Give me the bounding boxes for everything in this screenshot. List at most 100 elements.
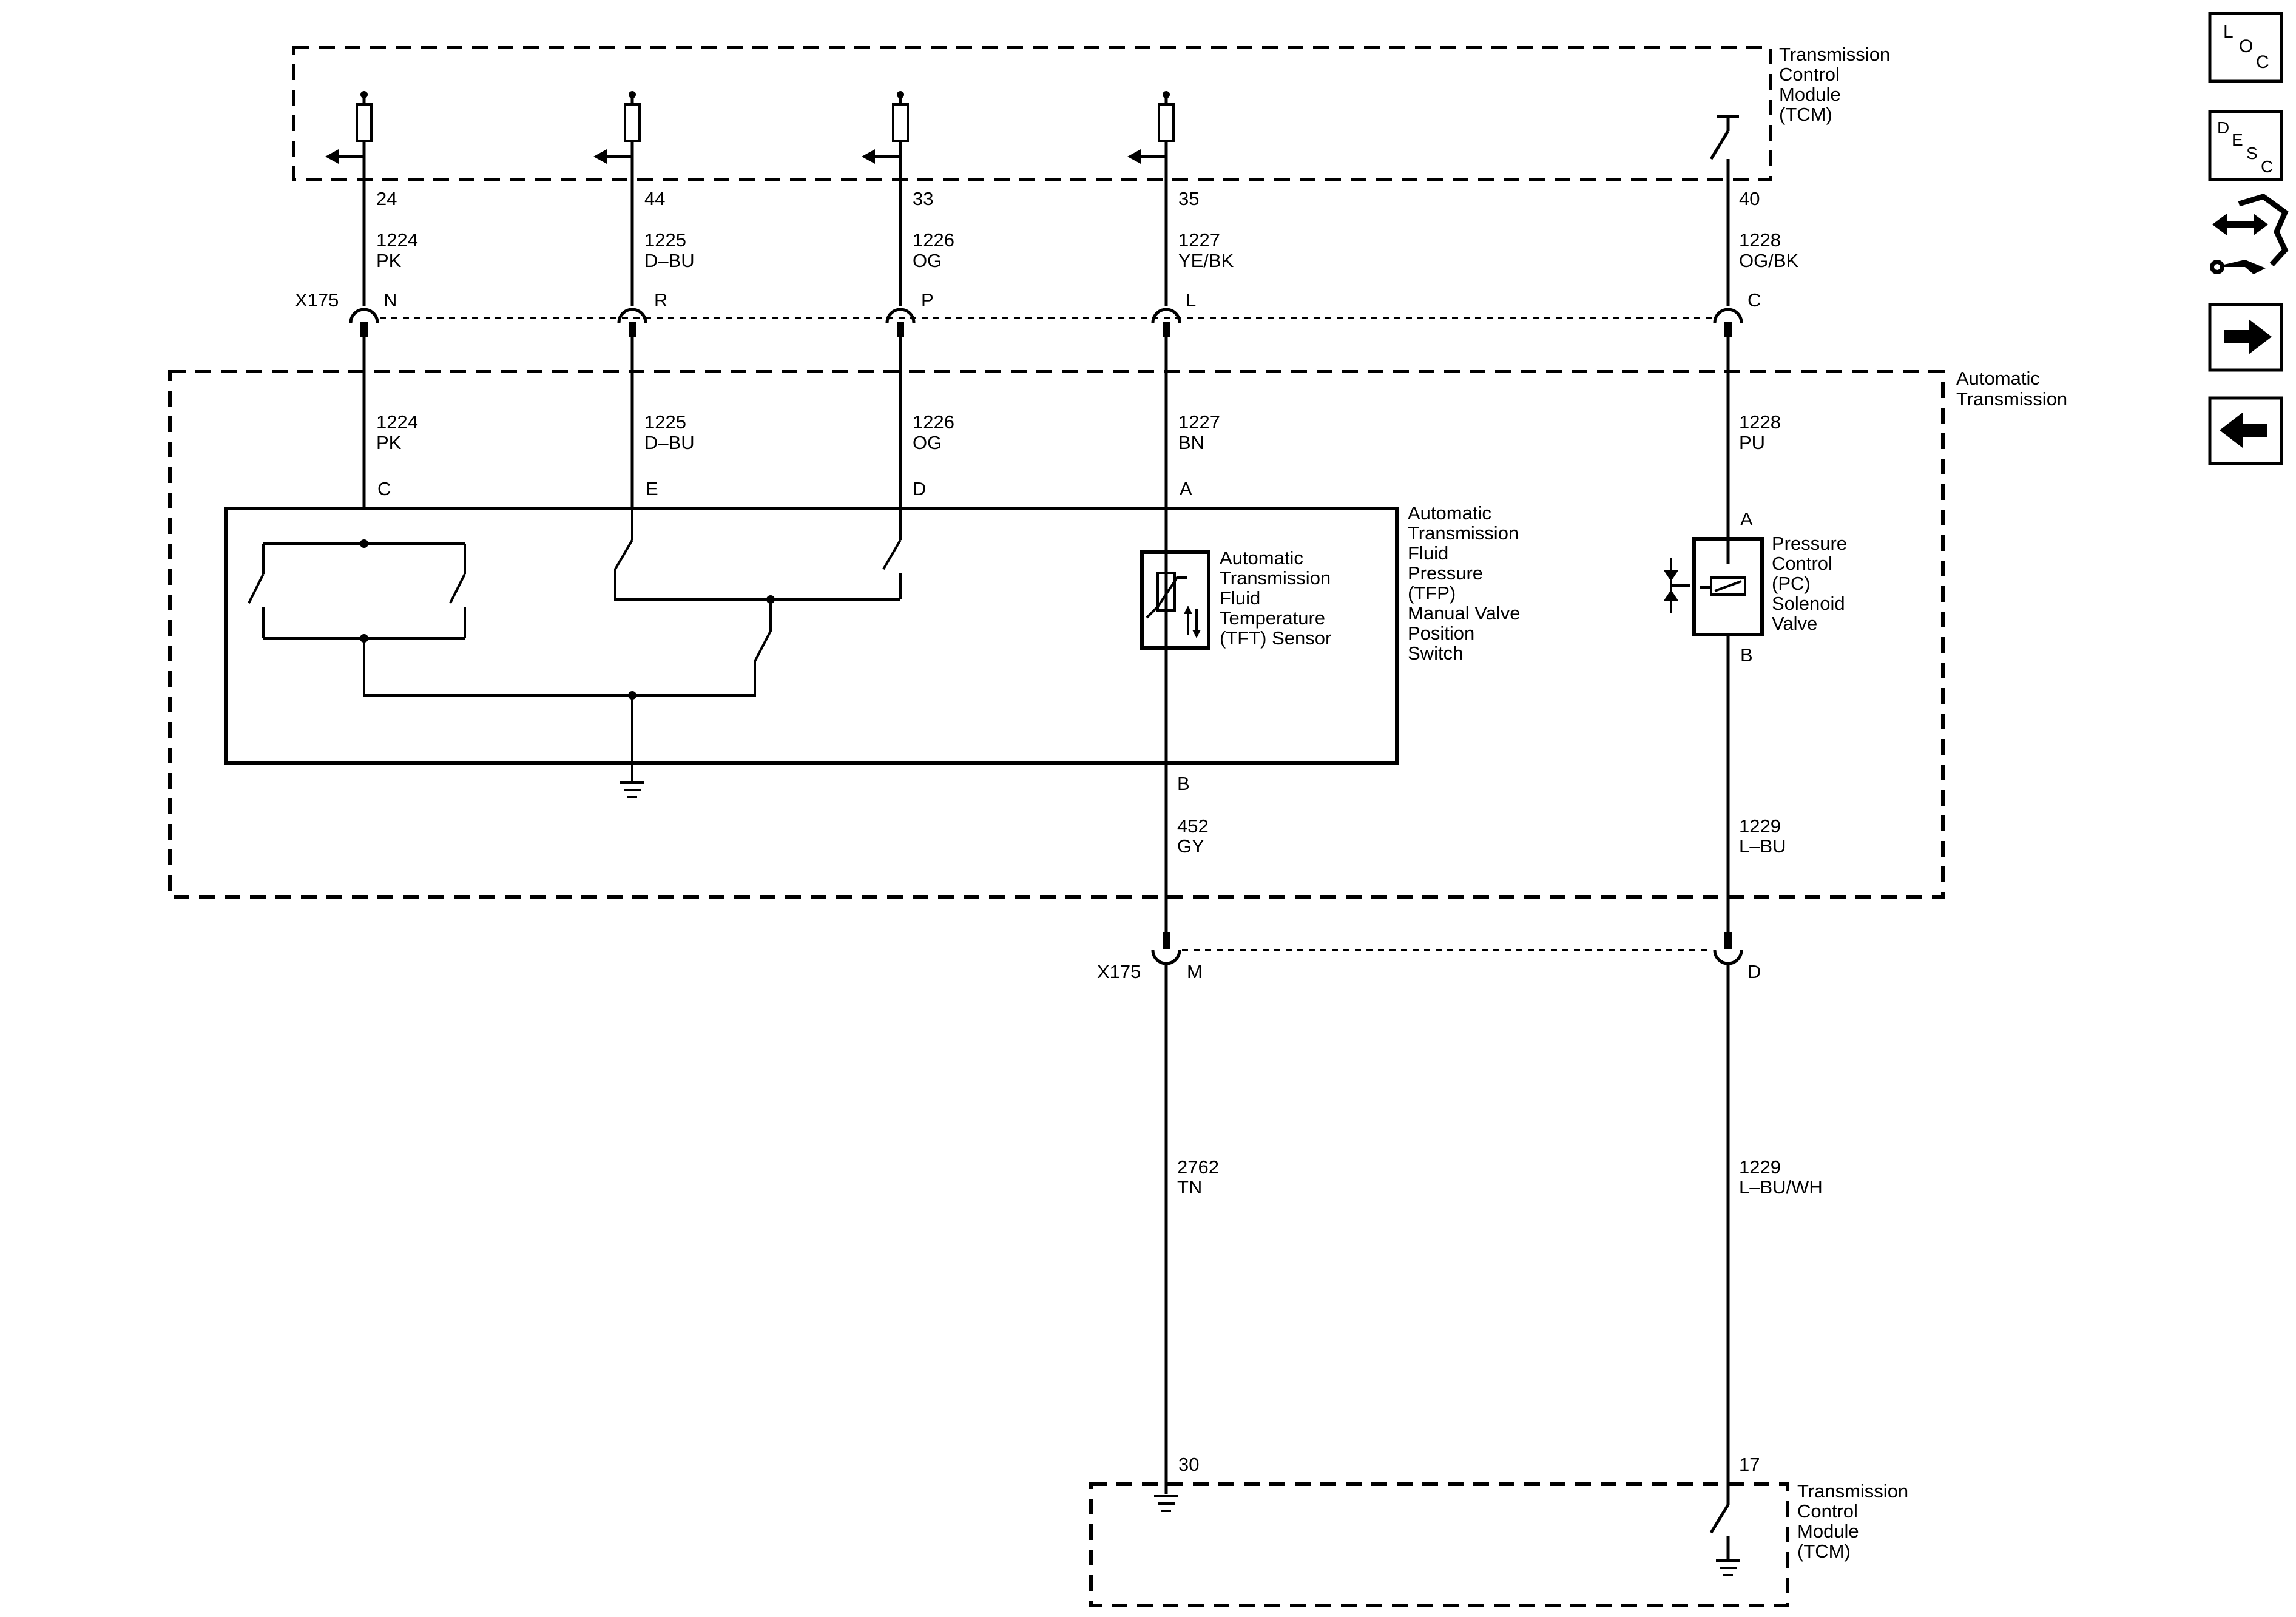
wires-tcm-to-x175 — [362, 180, 1730, 306]
tcm-low-side-driver-17 — [1709, 1480, 1740, 1576]
tcm-pullup-33 — [862, 91, 909, 180]
loc-letter-l: L — [2223, 22, 2234, 42]
x175-pin-c: C — [1747, 289, 1761, 311]
switch-pin-d: D — [913, 478, 926, 499]
x175-upper-name: X175 — [295, 289, 339, 311]
wire-1226-trans-circuit: 1226 — [913, 411, 954, 433]
switch-pin-c: C — [377, 478, 391, 499]
tcm-bottom-label-2: Control — [1797, 1501, 1858, 1522]
tft-sensor-body — [1140, 550, 1210, 650]
desc-letter-c: C — [2261, 157, 2273, 176]
x175-pin-l: L — [1186, 289, 1196, 311]
pc-pin-b: B — [1740, 644, 1753, 666]
tcm-top-label-4: (TCM) — [1779, 104, 1832, 125]
previous-page-button[interactable] — [2208, 396, 2283, 465]
tfp-label-5: (TFP) — [1408, 582, 1456, 604]
wire-1224-trans-color: PK — [376, 432, 402, 453]
wire-1224-circuit: 1224 — [376, 229, 418, 251]
up-down-arrows-icon — [1184, 606, 1201, 638]
wire-1229-lower-color: L–BU/WH — [1739, 1176, 1823, 1198]
tcm-pin-40: 40 — [1739, 188, 1760, 209]
next-page-button[interactable] — [2208, 303, 2283, 372]
desc-letter-s: S — [2246, 144, 2258, 163]
desc-letter-d: D — [2217, 118, 2229, 137]
pc-label-5: Valve — [1772, 613, 1817, 634]
wires-x175-to-tcm-bottom: 2762 TN 1229 L–BU/WH — [1164, 964, 1823, 1494]
connector-repair-button[interactable] — [2210, 194, 2289, 274]
automatic-transmission-label-1: Automatic — [1956, 368, 2040, 389]
tcm-bottom-boundary — [1089, 1482, 1789, 1607]
tcm-bottom-label-1: Transmission — [1797, 1480, 1908, 1502]
tcm-top-boundary — [292, 46, 1772, 181]
tcm-pin-35: 35 — [1178, 188, 1199, 209]
tcm-pullup-44 — [593, 91, 641, 180]
automatic-transmission-boundary — [168, 370, 1945, 899]
description-button[interactable]: D E S C — [2208, 110, 2283, 181]
loc-letter-o: O — [2239, 36, 2253, 56]
tft-label-5: (TFT) Sensor — [1220, 627, 1331, 649]
x175-pin-r: R — [654, 289, 667, 311]
pc-label-2: Control — [1772, 553, 1832, 574]
tfp-label-8: Switch — [1408, 643, 1463, 664]
wire-1226-color: OG — [913, 250, 942, 271]
automatic-transmission-module: Automatic Transmission — [168, 368, 2067, 899]
tcm-pullup-24 — [325, 91, 373, 180]
tcm-pin-24: 24 — [376, 188, 397, 209]
automatic-transmission-label-2: Transmission — [1956, 388, 2067, 410]
wire-2762-color: TN — [1177, 1176, 1202, 1198]
tcm-pin-30: 30 — [1178, 1454, 1199, 1475]
tft-label-4: Temperature — [1220, 607, 1325, 629]
wire-1227-circuit: 1227 — [1178, 229, 1220, 251]
location-button[interactable]: L O C — [2208, 12, 2283, 83]
tcm-pin-17: 17 — [1739, 1454, 1760, 1475]
wire-1224-trans-circuit: 1224 — [376, 411, 418, 433]
tfp-ground-icon — [620, 781, 644, 798]
connector-repair-icon — [2210, 194, 2289, 274]
right-arrow-icon — [2224, 319, 2272, 354]
wire-labels-transmission: 1224 PK 1225 D–BU 1226 OG 1227 BN 1228 P… — [376, 411, 1781, 499]
wire-labels-upper: 1224 PK 1225 D–BU 1226 OG 1227 YE/BK 122… — [376, 229, 1799, 271]
pc-label-3: (PC) — [1772, 573, 1811, 594]
wire-1226-trans-color: OG — [913, 432, 942, 453]
wire-452-color: GY — [1177, 836, 1204, 857]
pc-label-1: Pressure — [1772, 533, 1847, 554]
wire-labels-mid: 452 GY 1229 L–BU — [1177, 815, 1786, 857]
wire-1229-lower-circuit: 1229 — [1739, 1156, 1781, 1178]
desc-letter-e: E — [2232, 130, 2243, 149]
tcm-top-label-3: Module — [1779, 84, 1841, 105]
tfp-label-4: Pressure — [1408, 562, 1483, 584]
location-icon: L O C — [2223, 22, 2269, 72]
thermistor-icon — [1146, 576, 1187, 619]
tcm-bottom-module: 30 17 Transmission Control Module (TCM) — [1089, 1454, 1908, 1607]
wire-1226-circuit: 1226 — [913, 229, 954, 251]
tcm-top-label-1: Transmission — [1779, 44, 1890, 65]
wire-1227-trans-color: BN — [1178, 432, 1204, 453]
tcm-bottom-label-4: (TCM) — [1797, 1541, 1851, 1562]
wire-1227-trans-circuit: 1227 — [1178, 411, 1220, 433]
tfp-label-7: Position — [1408, 623, 1474, 644]
x175-pin-n: N — [383, 289, 397, 311]
tcm-bottom-label-3: Module — [1797, 1521, 1859, 1542]
tcm-pullup-35 — [1127, 91, 1175, 180]
wire-452-circuit: 452 — [1177, 815, 1209, 837]
wire-1228-circuit: 1228 — [1739, 229, 1781, 251]
wire-1225-trans-circuit: 1225 — [644, 411, 686, 433]
tft-label-2: Transmission — [1220, 567, 1331, 589]
description-icon: D E S C — [2217, 118, 2273, 176]
tcm-ground-30-icon — [1154, 1495, 1178, 1512]
pc-solenoid-valve: A B Pressure Control (PC) Solenoid Valve — [1664, 508, 1847, 939]
x175-pin-d: D — [1747, 961, 1761, 982]
wire-1228-trans-color: PU — [1739, 432, 1765, 453]
x175-pin-p: P — [921, 289, 934, 311]
left-arrow-icon — [2220, 413, 2267, 448]
pc-pin-a: A — [1740, 508, 1753, 530]
tft-sensor: Automatic Transmission Fluid Temperature… — [1140, 508, 1331, 794]
wire-1229-color: L–BU — [1739, 836, 1786, 857]
wire-1227-color: YE/BK — [1178, 250, 1234, 271]
switch-pin-e: E — [646, 478, 658, 499]
tcm-top-label-2: Control — [1779, 64, 1840, 85]
tfp-label-1: Automatic — [1408, 502, 1491, 524]
wire-1228-trans-circuit: 1228 — [1739, 411, 1781, 433]
tcm-top-module: Transmission Control Module (TCM) — [292, 44, 1890, 209]
